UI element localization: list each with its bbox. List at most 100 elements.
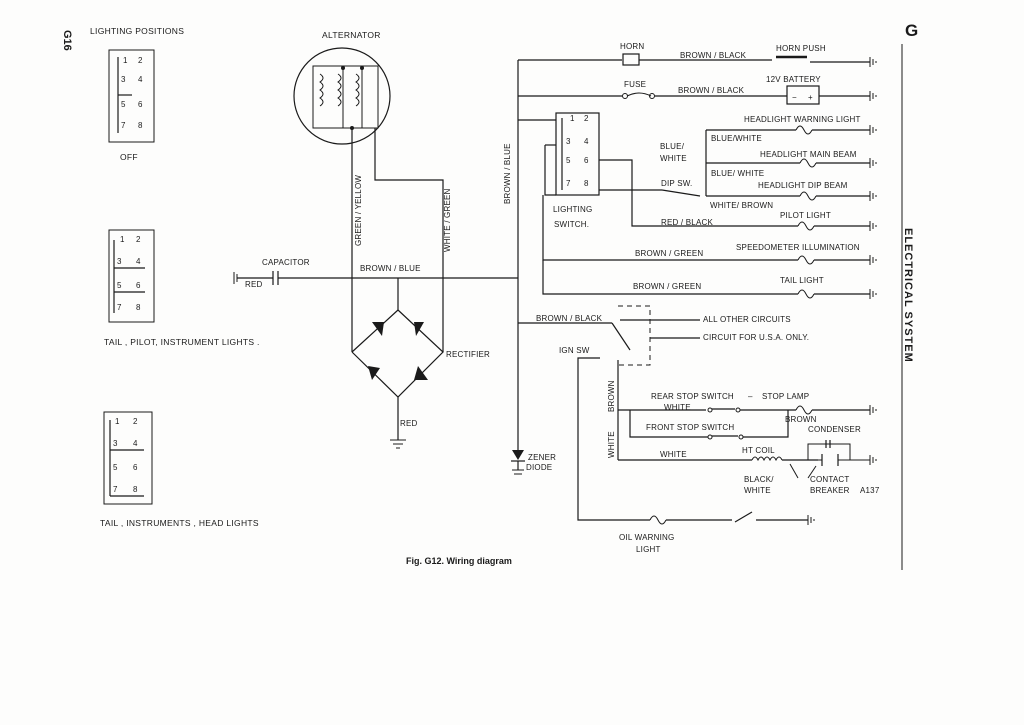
wire-white-stop-label: WHITE bbox=[664, 403, 691, 412]
dip-beam-bulb bbox=[799, 191, 817, 201]
section-title: ELECTRICAL SYSTEM bbox=[902, 228, 914, 363]
svg-text:1: 1 bbox=[570, 114, 575, 123]
horn-label: HORN bbox=[620, 42, 644, 51]
horn-push: HORN PUSH bbox=[776, 44, 826, 59]
battery: − + 12V BATTERY bbox=[766, 75, 821, 105]
lighting-switch-label-1: LIGHTING bbox=[553, 205, 592, 214]
rear-stop-switch bbox=[707, 407, 741, 413]
wire-white-brown-label: WHITE/ BROWN bbox=[710, 201, 773, 210]
wire-brown-blue-vertical-label: BROWN / BLUE bbox=[503, 143, 512, 204]
switch-position-off-caption: OFF bbox=[120, 152, 138, 162]
zener-diode: ZENER DIODE bbox=[511, 450, 556, 475]
wire-blue-white-label-1: BLUE/ bbox=[660, 142, 685, 151]
tail-light-bulb bbox=[797, 289, 815, 299]
condenser bbox=[807, 440, 851, 460]
condenser-label: CONDENSER bbox=[808, 425, 861, 434]
wire-brown-black-battery-label: BROWN / BLACK bbox=[678, 86, 745, 95]
alternator-label: ALTERNATOR bbox=[322, 30, 381, 40]
svg-text:5: 5 bbox=[566, 156, 571, 165]
svg-text:2: 2 bbox=[133, 417, 138, 426]
horn-push-label: HORN PUSH bbox=[776, 44, 826, 53]
switch-position-tail-head-caption: TAIL , INSTRUMENTS , HEAD LIGHTS bbox=[100, 518, 259, 528]
wire-brown-stop-label: BROWN bbox=[785, 415, 817, 424]
wire-red-rectifier-label: RED bbox=[400, 419, 418, 428]
horn: HORN bbox=[620, 42, 644, 66]
oil-warning-light-label-1: OIL WARNING bbox=[619, 533, 674, 542]
dip-switch-label: DIP SW. bbox=[661, 179, 692, 188]
wire-blue-white-warning-label: BLUE/WHITE bbox=[711, 134, 762, 143]
svg-text:7: 7 bbox=[113, 485, 118, 494]
svg-text:6: 6 bbox=[136, 281, 141, 290]
svg-text:8: 8 bbox=[133, 485, 138, 494]
switch-position-tail-head: 1 2 3 4 5 6 7 8 TAIL , INSTRUMENTS , HEA… bbox=[100, 411, 259, 528]
tail-light-label: TAIL LIGHT bbox=[780, 276, 824, 285]
contact-breaker-label-2: BREAKER bbox=[810, 486, 850, 495]
wire-brown-green-2-label: BROWN / GREEN bbox=[633, 282, 701, 291]
headlight-warning-light-label: HEADLIGHT WARNING LIGHT bbox=[744, 115, 861, 124]
figure-caption: Fig. G12. Wiring diagram bbox=[406, 556, 512, 566]
pilot-light-label: PILOT LIGHT bbox=[780, 211, 831, 220]
wire-brown-green-2 bbox=[542, 260, 798, 295]
switch-position-off: 1 2 3 4 5 6 7 8 OFF bbox=[108, 49, 155, 162]
rectifier: RECTIFIER RED bbox=[351, 278, 490, 449]
svg-text:2: 2 bbox=[138, 56, 143, 65]
wire-white-ign-label: WHITE bbox=[607, 431, 616, 458]
contact-breaker bbox=[818, 454, 870, 466]
speedometer-bulb bbox=[797, 255, 815, 265]
svg-text:3: 3 bbox=[117, 257, 122, 266]
wire-brown-blue-main-label: BROWN / BLUE bbox=[360, 264, 421, 273]
capacitor-label: CAPACITOR bbox=[262, 258, 310, 267]
wire-brown-green-1-label: BROWN / GREEN bbox=[635, 249, 703, 258]
svg-text:5: 5 bbox=[117, 281, 122, 290]
svg-text:7: 7 bbox=[121, 121, 126, 130]
headlight-main-beam-label: HEADLIGHT MAIN BEAM bbox=[760, 150, 857, 159]
svg-text:7: 7 bbox=[117, 303, 122, 312]
svg-text:3: 3 bbox=[121, 75, 126, 84]
zener-label-1: ZENER bbox=[528, 453, 556, 462]
wire-oil-warning bbox=[577, 357, 650, 521]
svg-text:8: 8 bbox=[136, 303, 141, 312]
svg-text:6: 6 bbox=[138, 100, 143, 109]
svg-text:6: 6 bbox=[133, 463, 138, 472]
wire-brown-black-horn-label: BROWN / BLACK bbox=[680, 51, 747, 60]
svg-text:−: − bbox=[792, 93, 797, 102]
svg-text:5: 5 bbox=[113, 463, 118, 472]
svg-text:–: – bbox=[748, 392, 753, 401]
ground-terminals bbox=[807, 57, 877, 525]
front-stop-switch-label: FRONT STOP SWITCH bbox=[646, 423, 734, 432]
svg-text:1: 1 bbox=[120, 235, 125, 244]
wire-blue-white-label-2: WHITE bbox=[660, 154, 687, 163]
speedometer-illumination-label: SPEEDOMETER ILLUMINATION bbox=[736, 243, 860, 252]
ht-coil-label: HT COIL bbox=[742, 446, 775, 455]
svg-text:4: 4 bbox=[584, 137, 589, 146]
all-other-circuits-label: ALL OTHER CIRCUITS bbox=[703, 315, 791, 324]
pilot-light-bulb bbox=[797, 221, 815, 231]
svg-text:4: 4 bbox=[138, 75, 143, 84]
wire-green-yellow-label: GREEN / YELLOW bbox=[354, 175, 363, 246]
svg-text:6: 6 bbox=[584, 156, 589, 165]
svg-text:4: 4 bbox=[136, 257, 141, 266]
svg-text:2: 2 bbox=[584, 114, 589, 123]
svg-text:3: 3 bbox=[566, 137, 571, 146]
oil-warning-light-label-2: LIGHT bbox=[636, 545, 661, 554]
circuit-usa-only-label: CIRCUIT FOR U.S.A. ONLY. bbox=[703, 333, 809, 342]
contact-breaker-label-1: CONTACT bbox=[810, 475, 849, 484]
svg-text:1: 1 bbox=[115, 417, 120, 426]
wire-white-green bbox=[374, 128, 444, 352]
fuse: FUSE bbox=[622, 80, 655, 99]
svg-text:4: 4 bbox=[133, 439, 138, 448]
zener-label-2: DIODE bbox=[526, 463, 552, 472]
svg-text:1: 1 bbox=[123, 56, 128, 65]
svg-text:3: 3 bbox=[113, 439, 118, 448]
wire-black-white-label-2: WHITE bbox=[744, 486, 771, 495]
svg-text:5: 5 bbox=[121, 100, 126, 109]
wire-white-green-label: WHITE / GREEN bbox=[443, 188, 452, 252]
headlight-dip-beam-label: HEADLIGHT DIP BEAM bbox=[758, 181, 848, 190]
wire-black-white-label-1: BLACK/ bbox=[744, 475, 774, 484]
ht-coil bbox=[751, 456, 783, 462]
alternator: ALTERNATOR bbox=[293, 30, 391, 145]
svg-text:2: 2 bbox=[136, 235, 141, 244]
headlight-warning-bulb bbox=[795, 125, 813, 135]
wire-red-capacitor-label: RED bbox=[245, 280, 263, 289]
